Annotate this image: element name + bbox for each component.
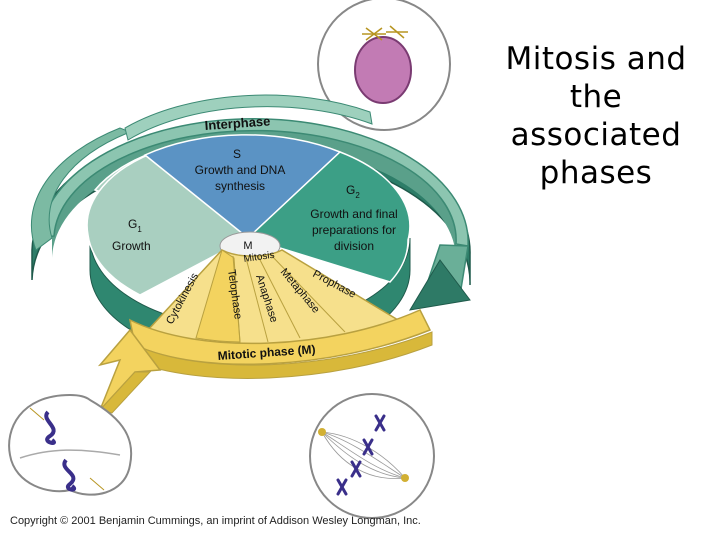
g1-name: G1 [128, 217, 142, 234]
g2-desc-line1: Growth and final [310, 207, 397, 221]
g2-desc-line2: preparations for [312, 223, 396, 237]
metaphase-cell-illustration [309, 393, 435, 519]
m-label: M [243, 240, 252, 252]
mitotic-phase-arrow [97, 309, 433, 414]
cytokinesis-cell-illustration [8, 393, 133, 496]
copyright-notice: Copyright © 2001 Benjamin Cummings, an i… [10, 515, 421, 527]
interphase-cell-illustration [317, 0, 451, 131]
g1-sector-lower [86, 149, 250, 296]
mitosis-label: Mitosis [243, 250, 275, 265]
g1-desc: Growth [112, 239, 151, 253]
slide-title: Mitosis and the associated phases [488, 40, 704, 192]
s-phase-desc-line2: synthesis [215, 179, 265, 193]
title-line-3: associated [510, 117, 682, 153]
title-line-2: the [569, 79, 623, 115]
title-line-4: phases [539, 155, 653, 191]
g2-desc-line3: division [334, 239, 374, 253]
title-line-1: Mitosis and [505, 41, 687, 77]
s-phase-desc-line1: Growth and DNA [195, 163, 286, 177]
g2-name: G2 [346, 183, 360, 200]
g2-sector [246, 151, 411, 283]
s-phase-name: S [233, 147, 241, 161]
interphase-label: Interphase [204, 113, 271, 133]
s-sector [143, 134, 342, 239]
mitotic-phase-wedge [146, 249, 400, 360]
mitotic-phase-label: Mitotic phase (M) [217, 342, 316, 363]
